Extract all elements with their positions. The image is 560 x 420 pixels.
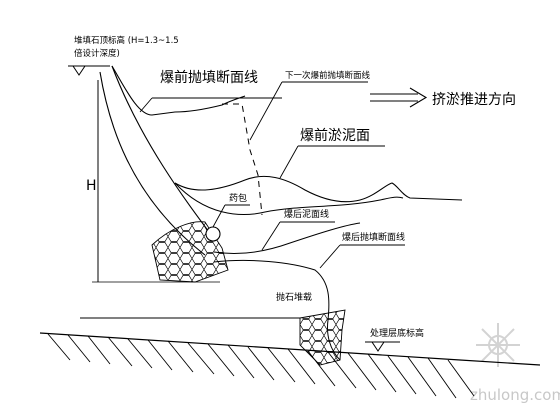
seabed-ground xyxy=(39,317,541,399)
post-blast-mud-surface-line xyxy=(213,222,361,255)
watermark-text: zhulong.com xyxy=(470,386,560,404)
explosive-charge-label: 药包 xyxy=(229,192,247,204)
pre-blast-mud-surface-line xyxy=(174,175,463,203)
squeeze-direction-arrow xyxy=(370,87,428,108)
treatment-base-label: 处理层底标高 xyxy=(370,327,424,339)
leader-lines xyxy=(139,81,405,269)
mud-bulge xyxy=(174,182,404,215)
squeeze-direction-label: 挤淤推进方向 xyxy=(432,92,516,108)
explosive-charge-icon xyxy=(205,226,221,242)
rockfill-mass-lower xyxy=(299,309,346,366)
crest-elevation-marker xyxy=(68,65,110,76)
rockfill-cap-label: 抛石堆载 xyxy=(276,291,312,303)
height-mark-label: H xyxy=(86,178,97,194)
fill-crest-note-label: 倍设计深度) xyxy=(74,48,120,59)
treatment-base-marker xyxy=(365,341,400,352)
pre-blast-fill-section-label: 爆前抛填断面线 xyxy=(160,69,258,86)
fill-top-slope xyxy=(111,65,246,116)
next-blast-section-line xyxy=(222,103,263,216)
post-blast-mud-surface-label: 爆后泥面线 xyxy=(284,208,329,220)
watermark-logo xyxy=(476,323,520,367)
post-blast-section-label: 爆后抛填断面线 xyxy=(342,231,405,243)
fill-crest-elevation-label: 堆填石顶标高 (H=1.3~1.5 xyxy=(74,35,179,46)
next-blast-section-label: 下一次爆前抛填断面线 xyxy=(285,70,371,81)
pre-blast-mud-surface-label: 爆前淤泥面 xyxy=(300,127,370,144)
